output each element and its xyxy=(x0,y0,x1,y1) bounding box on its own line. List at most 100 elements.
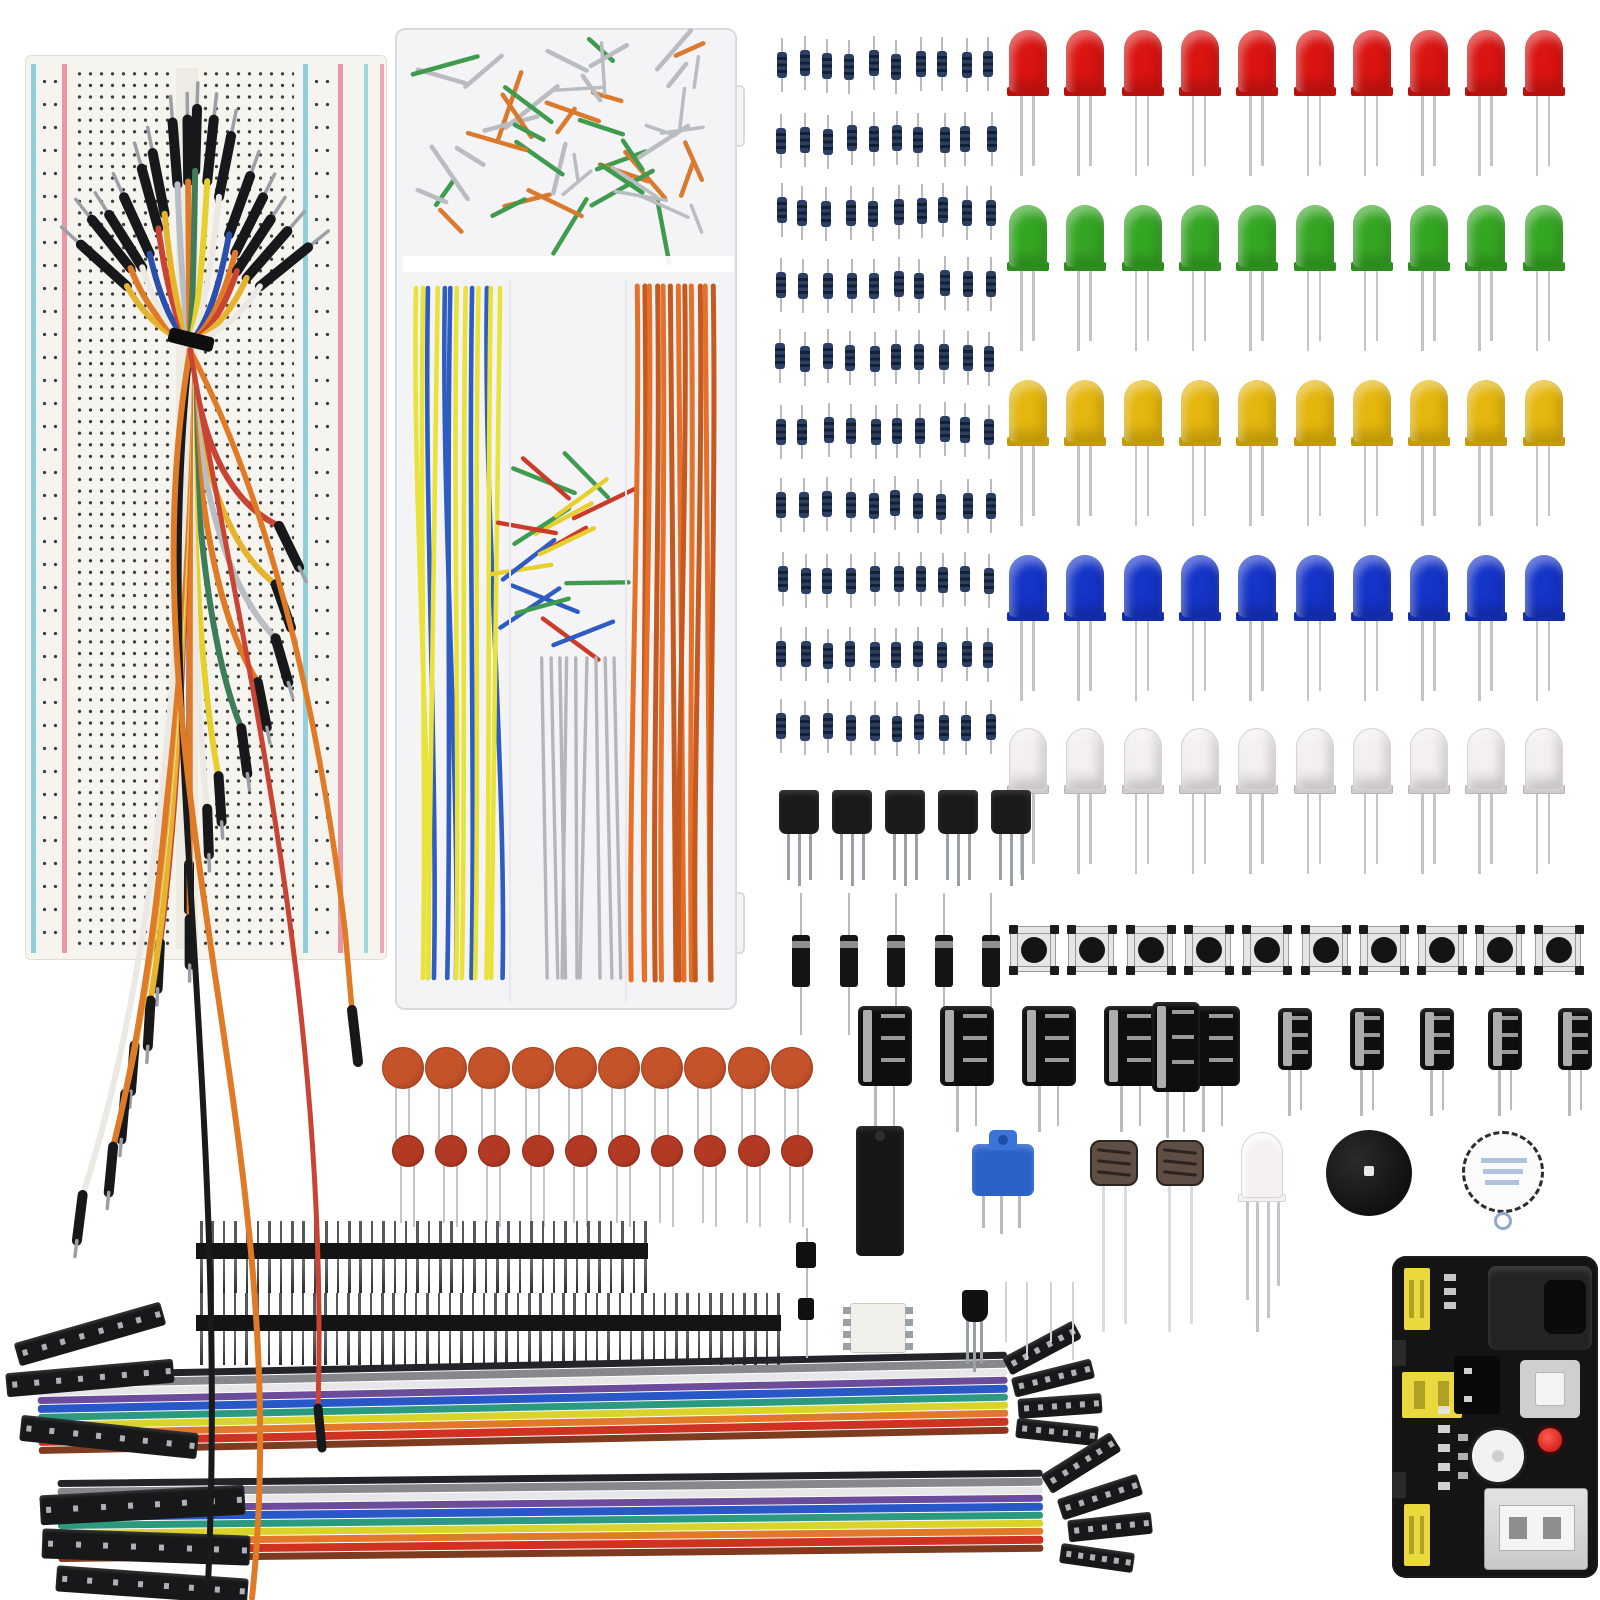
button-pin xyxy=(1242,925,1252,934)
disc-capacitor xyxy=(651,1135,684,1227)
connector-pin xyxy=(59,1338,67,1346)
header-pin xyxy=(427,1259,431,1293)
component-dark-pin xyxy=(1464,1368,1472,1374)
resistor xyxy=(914,700,925,755)
rgb-led-lead xyxy=(1246,1200,1249,1300)
connector-pin xyxy=(1077,1552,1084,1560)
button-pin xyxy=(1224,966,1234,975)
transistor-lead xyxy=(973,1320,976,1372)
led-lead xyxy=(1203,621,1207,691)
header-pin xyxy=(358,1293,361,1315)
long-wire xyxy=(425,285,441,981)
transistor-body xyxy=(779,790,819,834)
diode-band xyxy=(934,941,953,948)
resistor-body xyxy=(936,493,947,520)
led-lead xyxy=(1261,621,1264,691)
usb-slot xyxy=(1509,1517,1527,1539)
connector-pin xyxy=(154,1501,161,1508)
button-pin xyxy=(1516,925,1526,934)
led-lead xyxy=(1318,446,1321,516)
smd-component xyxy=(1458,1434,1468,1441)
led-lead xyxy=(1478,96,1481,176)
led-body xyxy=(1467,555,1506,617)
header-pin xyxy=(211,1331,214,1365)
disc-lead xyxy=(400,1163,402,1223)
header-pin xyxy=(403,1331,407,1365)
header-pin xyxy=(301,1293,305,1315)
ldr-lead xyxy=(1102,1184,1105,1332)
u-jumper xyxy=(410,54,480,77)
short-wire xyxy=(500,537,557,582)
led-lead xyxy=(1077,621,1080,701)
connector-pin xyxy=(40,1343,48,1351)
header-pin xyxy=(595,1293,599,1315)
connector-pin xyxy=(100,1503,106,1511)
connector-pin xyxy=(186,1545,192,1552)
cap-marking xyxy=(1044,1036,1069,1041)
led-green xyxy=(1408,205,1451,365)
cap-lead xyxy=(1202,1086,1205,1132)
header-pin xyxy=(359,1259,362,1293)
led-red xyxy=(1178,30,1221,190)
terminal-field xyxy=(74,68,174,949)
header-pin xyxy=(267,1293,271,1315)
cap-stripe xyxy=(1027,1010,1036,1082)
header-pin xyxy=(765,1331,769,1365)
disc-lead xyxy=(542,1163,545,1227)
led-lead xyxy=(1306,96,1309,176)
header-pin xyxy=(448,1293,452,1315)
resistor-body xyxy=(959,565,970,592)
led-lead xyxy=(1191,621,1195,701)
disc-lead xyxy=(745,1163,748,1223)
resistor xyxy=(985,479,996,534)
header-pin xyxy=(471,1293,475,1315)
disc-lead xyxy=(740,1085,743,1141)
header-pin xyxy=(562,1293,565,1315)
resistor-body xyxy=(985,270,996,297)
resistor xyxy=(913,479,924,534)
header-pin xyxy=(302,1259,305,1293)
disc-lead xyxy=(408,1085,410,1145)
led-body xyxy=(1238,728,1277,790)
diode xyxy=(887,893,905,1035)
resistor-body xyxy=(775,343,786,370)
resistor-body xyxy=(984,345,995,372)
led-red xyxy=(1522,30,1565,190)
button-frame xyxy=(1191,933,1226,967)
led-body xyxy=(1123,205,1162,267)
component-dark xyxy=(1454,1356,1500,1414)
led-lead xyxy=(1547,271,1551,341)
resistor-body xyxy=(775,713,786,740)
led-lead xyxy=(1203,794,1207,864)
resistor-body xyxy=(845,344,856,371)
led-body xyxy=(1295,30,1334,92)
cap-marking xyxy=(1208,1058,1233,1063)
header-pin xyxy=(598,1221,601,1243)
connector-pin xyxy=(1115,1522,1122,1530)
ldr-track xyxy=(1096,1148,1132,1155)
resistor-body xyxy=(890,490,901,517)
cap-marking xyxy=(1434,1016,1450,1020)
connector-pin xyxy=(1048,1428,1055,1435)
led-body xyxy=(1238,555,1277,617)
connector-pin xyxy=(214,1586,220,1593)
button-frame xyxy=(1250,933,1285,967)
header-pin xyxy=(584,1331,588,1365)
resistor-body xyxy=(963,345,974,372)
resistor-body xyxy=(891,53,902,80)
led-yellow xyxy=(1408,380,1451,540)
led-lead xyxy=(1375,621,1379,691)
resistor-body xyxy=(799,491,810,518)
connector-pin xyxy=(1089,1554,1096,1561)
header-pin xyxy=(414,1331,418,1365)
bare-clip xyxy=(613,189,669,203)
header-pin xyxy=(644,1221,647,1243)
header-pin xyxy=(754,1331,757,1365)
led-lead xyxy=(1375,271,1379,341)
connector-pin xyxy=(1035,1426,1041,1434)
header-pin xyxy=(539,1331,542,1365)
header-pin xyxy=(528,1293,531,1315)
ldr-lead xyxy=(1190,1184,1193,1324)
diode-body xyxy=(839,935,858,987)
led-yellow xyxy=(1178,380,1221,540)
